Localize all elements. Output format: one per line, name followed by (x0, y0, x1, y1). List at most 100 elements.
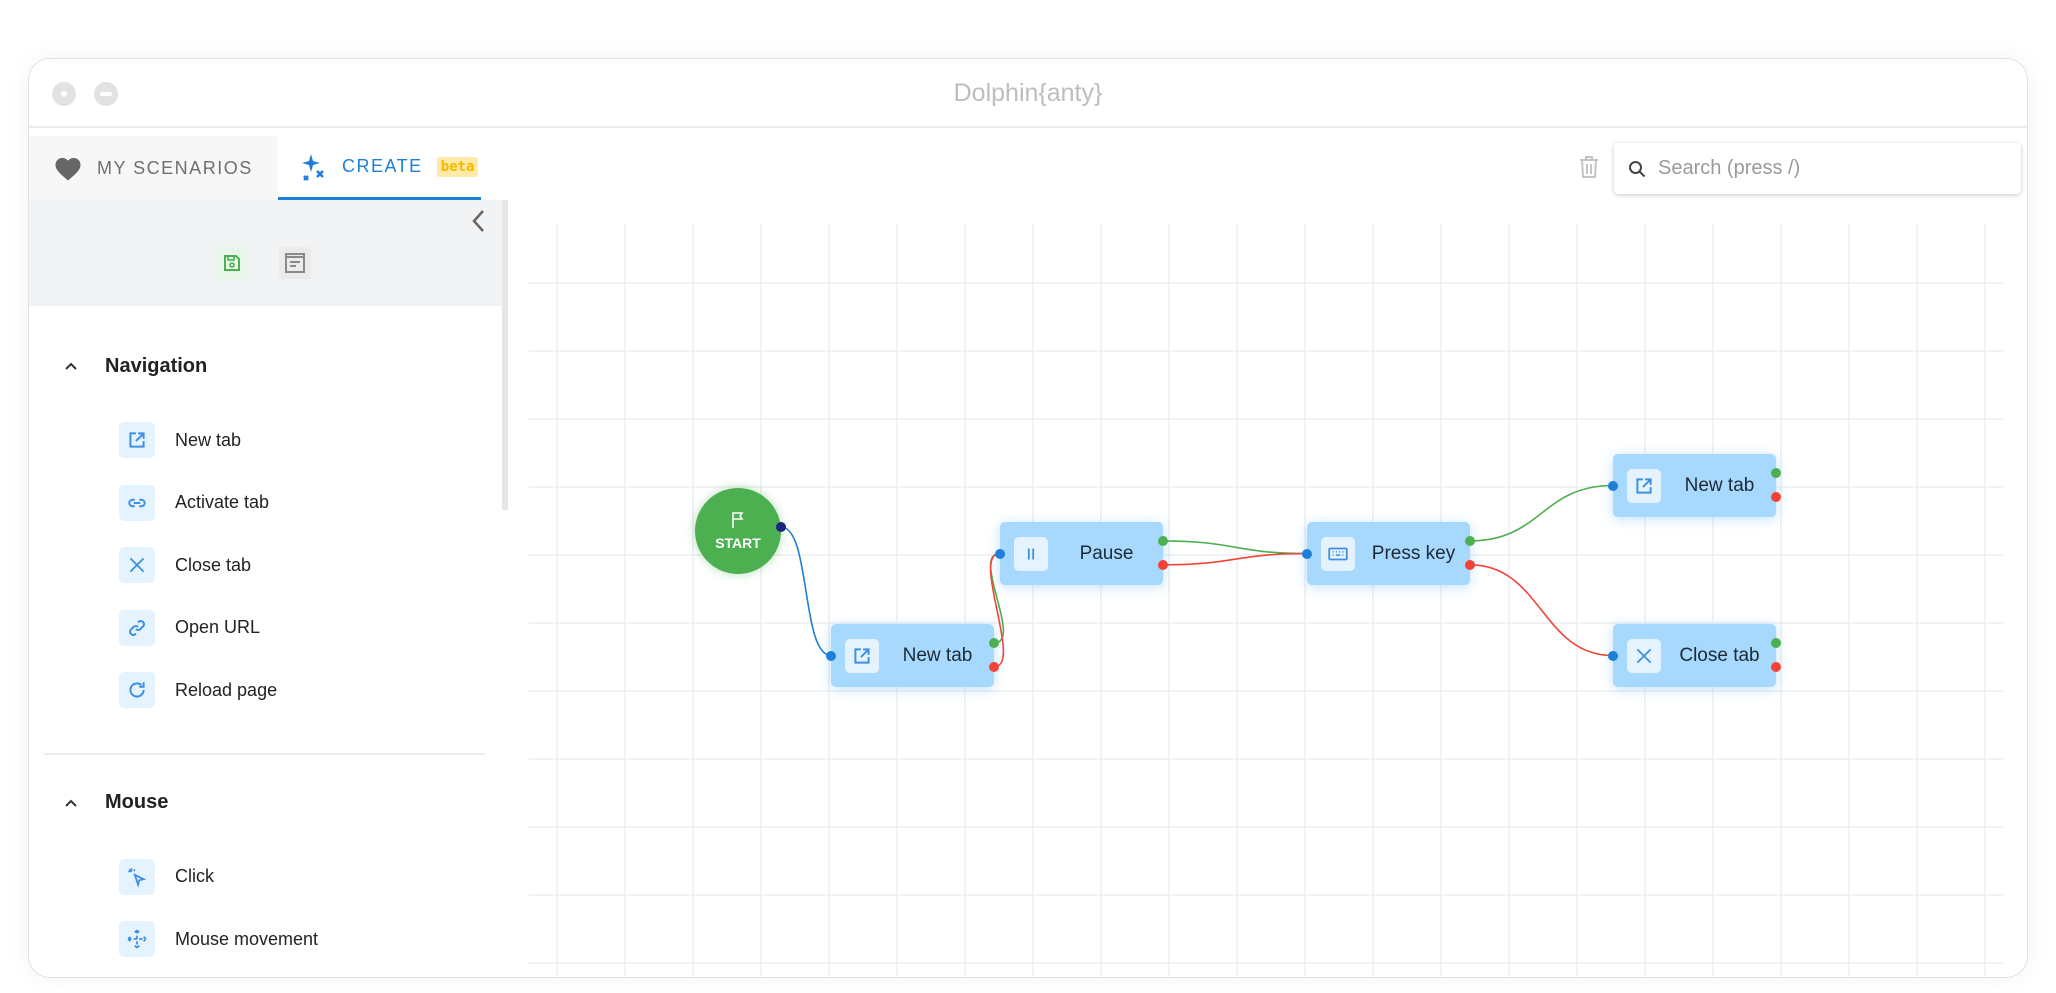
section-header-navigation[interactable]: Navigation (29, 346, 499, 386)
action-item[interactable]: Mouse movement (119, 919, 318, 959)
sidebar-toolbar (29, 200, 503, 306)
search-input[interactable]: Search (press /) (1614, 143, 2021, 194)
document-icon (285, 253, 305, 273)
pause-icon (1027, 548, 1035, 559)
flag-icon (732, 512, 744, 528)
success-port[interactable] (1771, 637, 1781, 648)
action-label: Reload page (175, 679, 278, 700)
action-label: Open URL (175, 617, 261, 637)
action-item[interactable]: Reload page (119, 670, 277, 710)
window-minimize-button[interactable] (94, 82, 118, 106)
move-icon (127, 929, 147, 949)
edge-pause-success-presskey (1162, 540, 1308, 555)
success-port[interactable] (989, 637, 999, 648)
close-icon (1636, 648, 1652, 663)
sidebar: Navigation New tab Activate tab Close ta… (29, 200, 508, 977)
action-icon-box (119, 609, 155, 646)
chevron-up-icon (65, 799, 77, 807)
open-in-new-icon (129, 432, 145, 448)
search-icon (1629, 160, 1646, 177)
input-port[interactable] (1302, 548, 1312, 559)
action-item[interactable]: Click (119, 857, 214, 897)
tab-label: CREATE (342, 156, 423, 176)
window-close-button[interactable] (52, 82, 76, 106)
node-pause[interactable]: Pause (1000, 522, 1163, 585)
node-label: Press key (1371, 542, 1456, 564)
success-port[interactable] (1465, 535, 1475, 546)
node-label: Pause (1079, 542, 1134, 564)
trash-icon (1580, 156, 1598, 178)
action-label: Mouse movement (175, 928, 319, 949)
link-icon (128, 498, 146, 507)
action-item[interactable]: Open URL (119, 608, 260, 648)
node-icon-box (1014, 536, 1048, 571)
logs-button[interactable] (279, 247, 311, 279)
search-placeholder: Search (press /) (1658, 157, 1801, 179)
error-port[interactable] (1465, 559, 1475, 570)
error-port[interactable] (1158, 559, 1168, 570)
scenario-canvas[interactable]: START New tab Pause Press key New tab Cl… (529, 224, 2003, 977)
success-port[interactable] (1158, 535, 1168, 546)
node-icon-box (1321, 536, 1355, 571)
node-icon-box (845, 638, 879, 673)
input-port[interactable] (1608, 650, 1618, 661)
chevron-left-icon (472, 210, 484, 232)
reload-icon (129, 682, 145, 698)
action-label: Activate tab (175, 492, 270, 512)
open-in-new-icon (854, 647, 870, 664)
save-icon (224, 255, 240, 271)
action-item[interactable]: Activate tab (119, 483, 269, 523)
action-label: New tab (175, 429, 242, 450)
keyboard-icon (1328, 547, 1348, 560)
tab-label: MY SCENARIOS (97, 157, 253, 178)
action-icon-box (119, 484, 155, 521)
sparkles-icon (302, 153, 324, 181)
collapse-sidebar-button[interactable] (469, 208, 489, 239)
node-newtab2[interactable]: New tab (1613, 454, 1776, 517)
node-icon-box (1627, 638, 1661, 673)
input-port[interactable] (826, 650, 836, 661)
action-icon-box (119, 858, 155, 895)
save-button[interactable] (216, 247, 248, 279)
open-in-new-icon (1636, 477, 1652, 494)
canvas-grid-and-edges (529, 224, 2003, 977)
section-title: Mouse (105, 791, 169, 813)
error-port[interactable] (1771, 661, 1781, 672)
chain-link-icon (129, 619, 145, 636)
beta-badge: beta (436, 156, 479, 177)
start-node[interactable]: START (695, 488, 781, 574)
edge-pause-error-presskey (1162, 552, 1308, 566)
chevron-up-icon (65, 362, 77, 370)
action-label: Click (175, 866, 214, 886)
close-icon (129, 557, 145, 573)
success-port[interactable] (1771, 467, 1781, 478)
heart-icon (55, 158, 81, 181)
node-newtab1[interactable]: New tab (831, 624, 994, 687)
node-label: Close tab (1679, 644, 1760, 666)
edge-presskey-error-closetab (1469, 564, 1614, 657)
start-output-port[interactable] (776, 522, 786, 532)
action-item[interactable]: New tab (119, 420, 241, 460)
action-icon-box (119, 422, 155, 458)
tab-create[interactable]: CREATE beta (278, 136, 481, 200)
app-window: Dolphin{anty} MY SCENARIOS CREATE beta S… (28, 58, 2028, 978)
input-port[interactable] (995, 548, 1005, 559)
tab-my-scenarios[interactable]: MY SCENARIOS (29, 136, 278, 200)
action-label: Close tab (175, 554, 252, 575)
section-header-mouse[interactable]: Mouse (29, 783, 499, 823)
node-closetab[interactable]: Close tab (1613, 624, 1776, 687)
error-port[interactable] (989, 661, 999, 672)
edge-presskey-success-newtab2 (1469, 484, 1614, 542)
action-icon-box (119, 547, 155, 583)
error-port[interactable] (1771, 491, 1781, 502)
action-icon-box (119, 672, 155, 708)
action-item[interactable]: Close tab (119, 545, 251, 585)
node-presskey[interactable]: Press key (1307, 522, 1470, 585)
click-icon (128, 867, 147, 888)
section-title: Navigation (105, 354, 208, 377)
input-port[interactable] (1608, 480, 1618, 491)
title-bar: Dolphin{anty} (29, 59, 2027, 128)
start-label: START (715, 535, 761, 551)
sidebar-scrollbar[interactable] (502, 200, 508, 510)
delete-button[interactable] (1577, 154, 1601, 185)
